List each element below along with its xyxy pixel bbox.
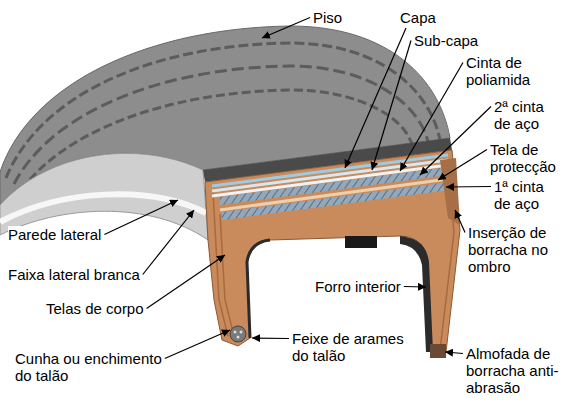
- part-label: Feixe de arames do talão: [292, 330, 404, 364]
- anti-abrasion-pad: [430, 344, 446, 358]
- part-label: Sub-capa: [414, 32, 478, 49]
- leader-line: [455, 210, 465, 233]
- part-label: Faixa lateral branca: [8, 266, 140, 283]
- leader-line: [345, 28, 406, 168]
- ply-line: [220, 214, 233, 332]
- bead-wires: [230, 326, 246, 342]
- part-label: Almofada de borracha anti-abrasão: [466, 345, 561, 396]
- leader-line: [262, 18, 310, 39]
- white-sidewall-stripe: [0, 194, 206, 222]
- part-label: Parede lateral: [8, 226, 101, 243]
- bead-wire: [234, 331, 237, 334]
- leader-line: [143, 210, 194, 275]
- part-label: Tela de protecção: [490, 141, 564, 175]
- part-label: Capa: [400, 9, 436, 26]
- leader-line: [252, 337, 289, 339]
- part-label: 2ª cinta de aço: [494, 98, 562, 132]
- leader-line: [438, 150, 487, 181]
- leader-line: [147, 255, 225, 309]
- part-label: Forro interior: [315, 278, 401, 295]
- bead-wire: [237, 336, 240, 339]
- leader-line: [404, 286, 426, 288]
- part-label: Cunha ou enchimento do talão: [15, 350, 163, 384]
- inner-liner: [247, 240, 270, 338]
- leader-line: [400, 63, 463, 172]
- inner-block: [345, 236, 377, 248]
- part-label: Cinta de poliamida: [466, 54, 546, 88]
- bead-wire: [240, 331, 243, 334]
- part-label: Inserção de borracha no ombro: [468, 224, 560, 275]
- leader-line: [165, 330, 230, 359]
- part-label: Piso: [313, 9, 342, 26]
- steel-belt: [222, 182, 450, 220]
- leader-line: [446, 186, 491, 188]
- part-label: 1ª cinta de aço: [494, 178, 562, 212]
- part-label: Telas de corpo: [46, 300, 144, 317]
- body-ply-casing: [205, 150, 460, 356]
- inner-liner: [400, 236, 433, 352]
- leader-line: [372, 41, 411, 171]
- leader-line: [420, 107, 491, 176]
- leader-line: [445, 352, 463, 354]
- leader-line: [104, 200, 178, 235]
